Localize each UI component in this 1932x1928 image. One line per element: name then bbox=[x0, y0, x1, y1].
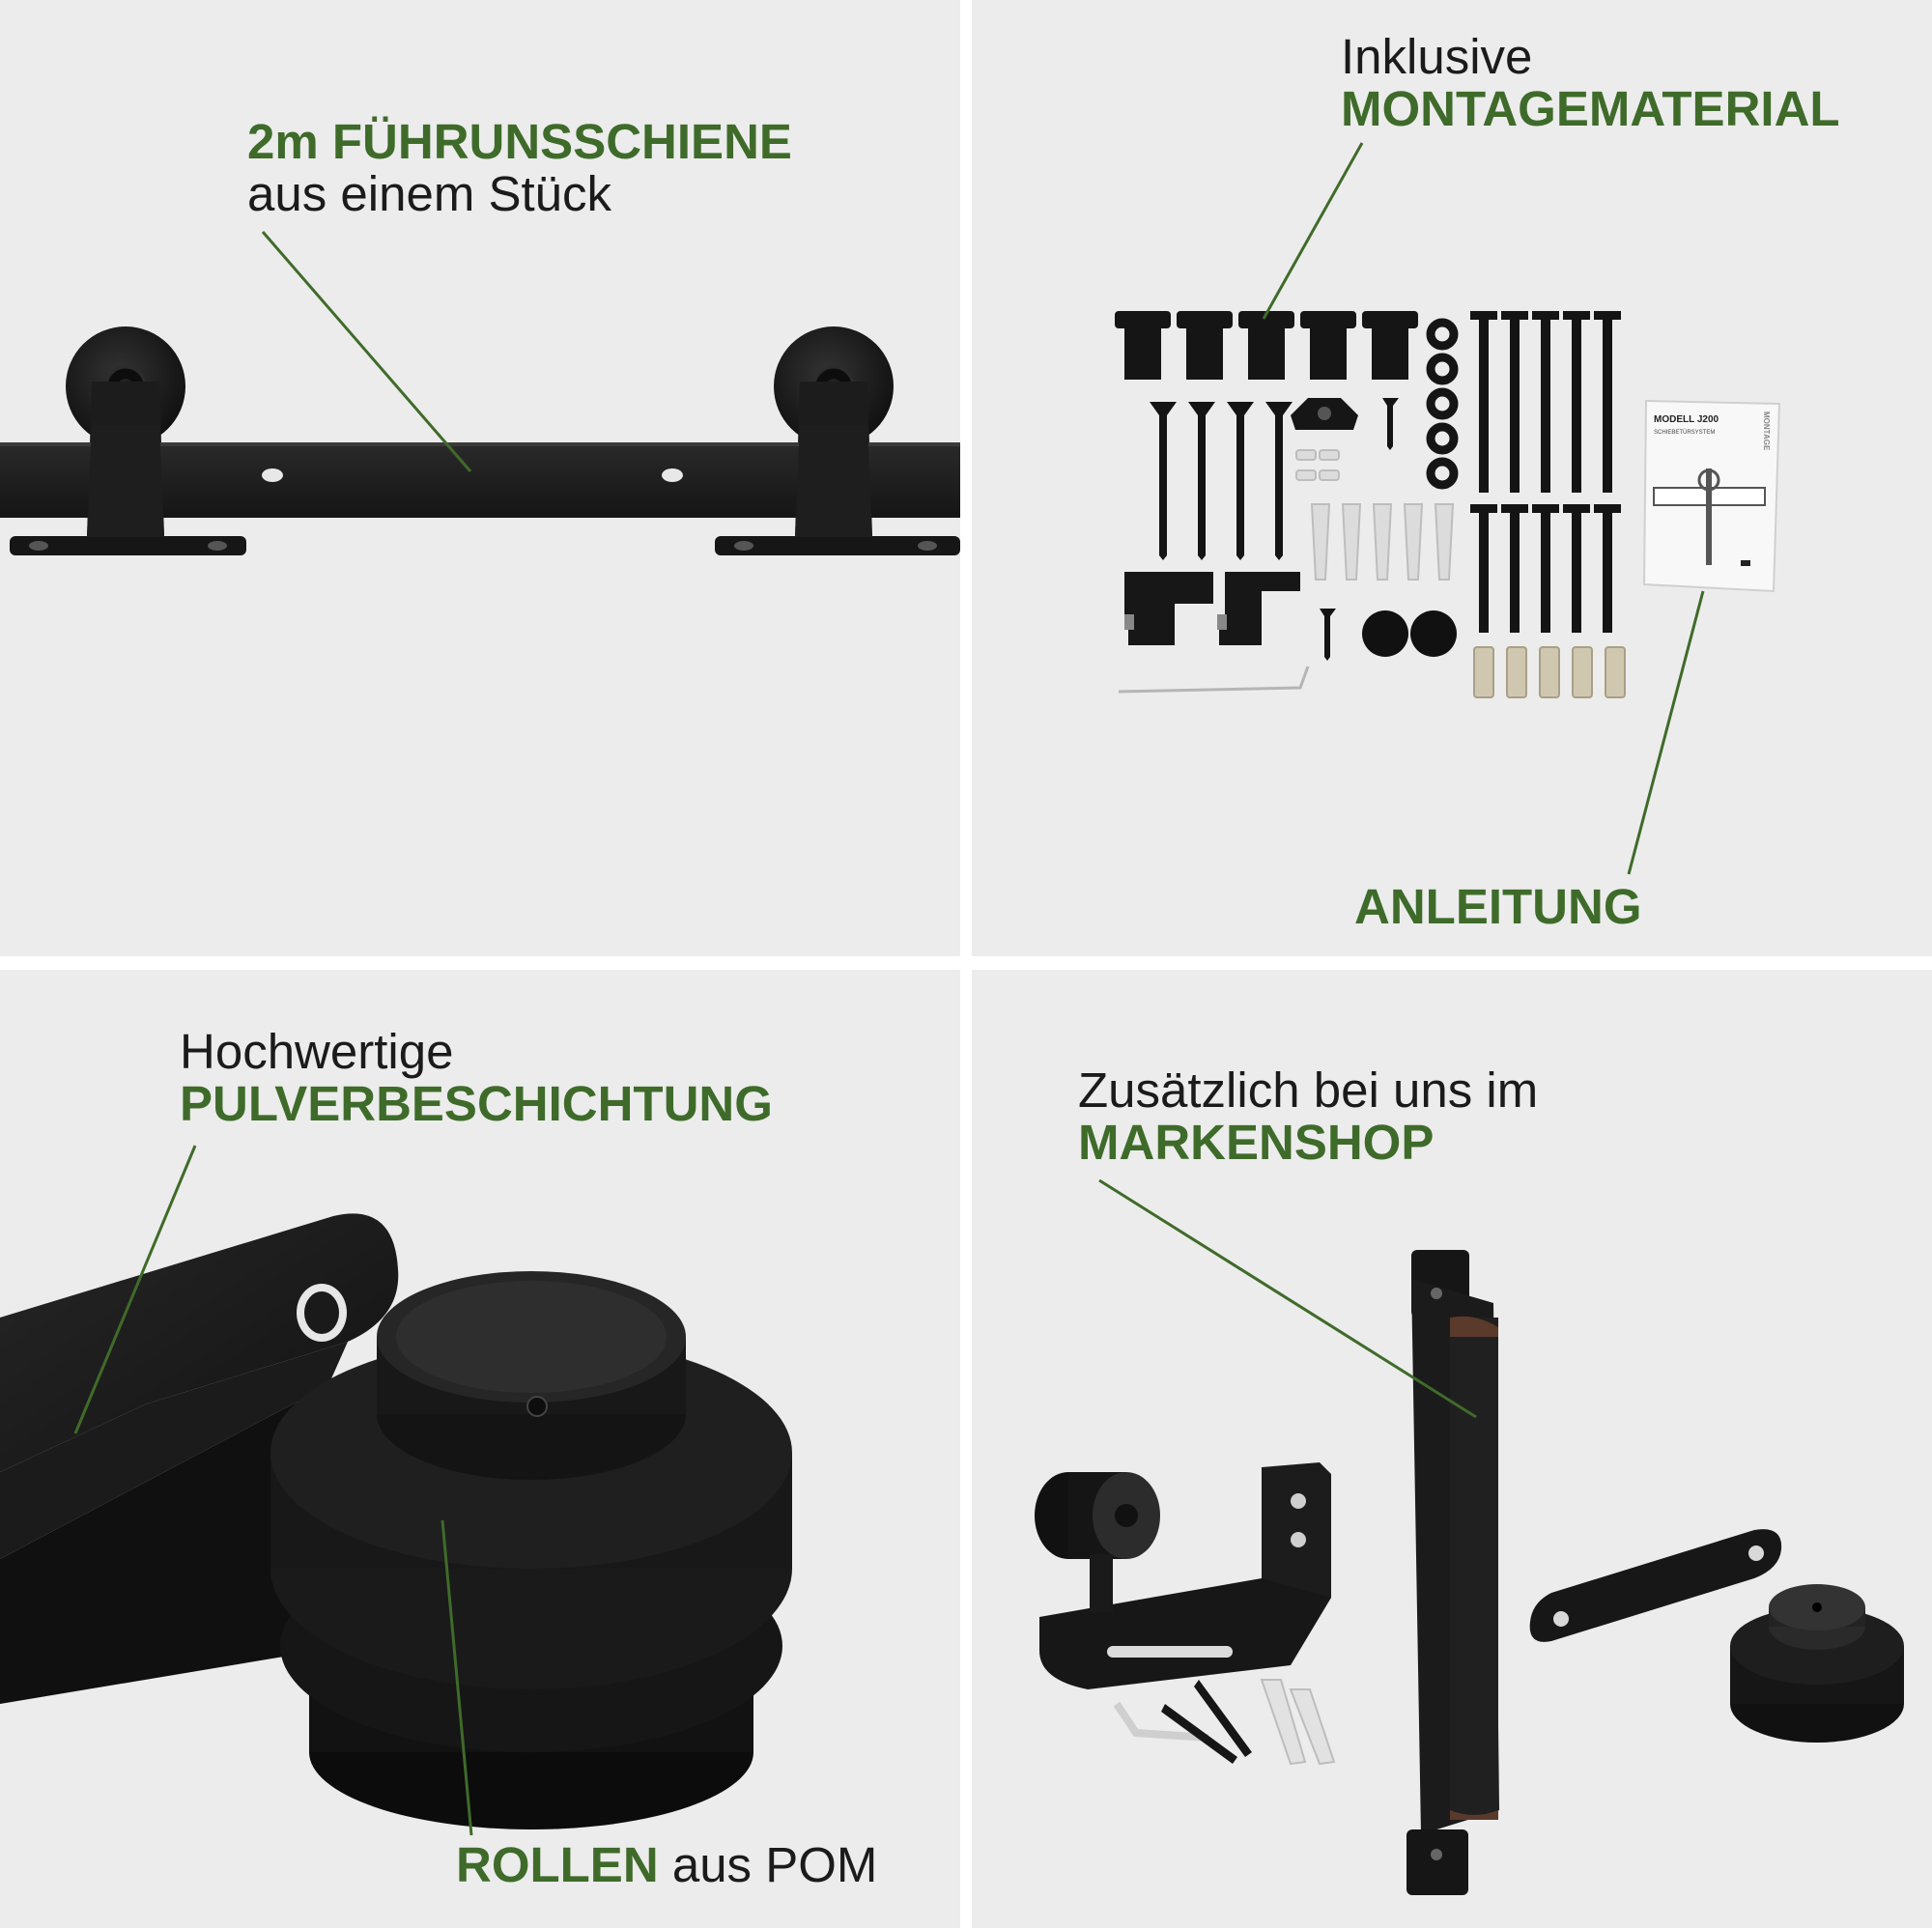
pointer-line-shop bbox=[1098, 1178, 1477, 1419]
door-handle bbox=[1406, 1250, 1499, 1895]
plastic-anchor-set bbox=[1295, 449, 1455, 581]
caption-shop-highlight: MARKENSHOP bbox=[1078, 1114, 1435, 1170]
center-bracket bbox=[1291, 398, 1358, 430]
stopper-set bbox=[1362, 610, 1457, 657]
rail-illustration bbox=[0, 231, 960, 555]
roller-hanger bbox=[1529, 1529, 1904, 1743]
shop-accessories-illustration bbox=[1035, 1178, 1904, 1895]
spacer-set bbox=[1115, 311, 1418, 380]
caption-coating-highlight: PULVERBESCHICHTUNG bbox=[180, 1075, 773, 1131]
kit-illustration: MODELL J200 SCHIEBETÜRSYSTEM MONTAGE bbox=[1115, 142, 1781, 875]
panel-coating: Hochwertige PULVERBESCHICHTUNG ROLLEN au… bbox=[0, 970, 960, 1928]
insert-set bbox=[1473, 646, 1626, 698]
roller-closeup-illustration bbox=[0, 1145, 792, 1836]
manual-title: MODELL J200 bbox=[1654, 414, 1719, 425]
caption-rail: 2m FÜHRUNSSCHIENE aus einem Stück bbox=[247, 116, 792, 219]
caption-rollen-sub: aus POM bbox=[671, 1837, 878, 1892]
manual-subtitle: SCHIEBETÜRSYSTEM bbox=[1654, 429, 1715, 436]
panel-shop: Zusätzlich bei uns im MARKENSHOP bbox=[972, 970, 1932, 1928]
caption-shop: Zusätzlich bei uns im MARKENSHOP bbox=[1078, 1064, 1538, 1168]
pointer-line-coating bbox=[73, 1145, 197, 1434]
caption-kit-highlight: MONTAGEMATERIAL bbox=[1341, 80, 1840, 136]
allen-key bbox=[1118, 666, 1310, 694]
floor-guide bbox=[1035, 1462, 1331, 1689]
caption-coating-intro: Hochwertige bbox=[180, 1024, 454, 1079]
lag-bolt-set bbox=[1470, 311, 1621, 633]
manual-booklet bbox=[1642, 399, 1781, 593]
caption-manual-label: ANLEITUNG bbox=[1354, 879, 1642, 934]
caption-manual: ANLEITUNG bbox=[1354, 881, 1641, 933]
caption-rail-highlight: 2m FÜHRUNSSCHIENE bbox=[247, 114, 792, 169]
wood-screw-set bbox=[1150, 398, 1399, 661]
pom-roller bbox=[270, 1271, 792, 1829]
panel-kit: MODELL J200 SCHIEBETÜRSYSTEM MONTAGE Ink… bbox=[972, 0, 1932, 956]
mounting-screws bbox=[1113, 1679, 1336, 1766]
caption-rail-sub: aus einem Stück bbox=[247, 165, 612, 221]
caption-shop-intro: Zusätzlich bei uns im bbox=[1078, 1063, 1539, 1118]
pointer-line-kit bbox=[1262, 142, 1364, 320]
pointer-line-rollen bbox=[440, 1519, 473, 1836]
manual-side-label: MONTAGE bbox=[1762, 411, 1771, 451]
caption-kit-intro: Inklusive bbox=[1341, 29, 1533, 84]
washer-set bbox=[1426, 318, 1459, 490]
pointer-line-rail bbox=[261, 231, 472, 472]
caption-rollen: ROLLEN aus POM bbox=[456, 1839, 877, 1891]
door-guide-set bbox=[1124, 572, 1300, 645]
caption-rollen-highlight: ROLLEN bbox=[456, 1837, 659, 1892]
panel-rail: 2m FÜHRUNSSCHIENE aus einem Stück bbox=[0, 0, 960, 956]
pointer-line-manual bbox=[1627, 590, 1705, 875]
caption-coating: Hochwertige PULVERBESCHICHTUNG bbox=[180, 1026, 773, 1129]
caption-kit: Inklusive MONTAGEMATERIAL bbox=[1341, 31, 1840, 134]
